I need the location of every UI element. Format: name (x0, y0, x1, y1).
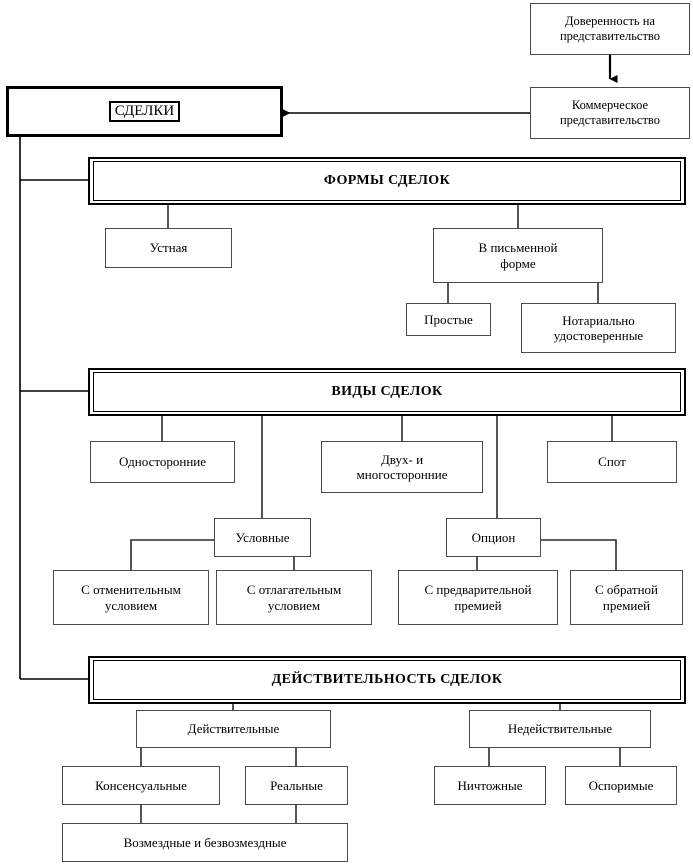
node-invalid[interactable]: Недействительные (469, 710, 651, 748)
node-onerous-gratuitous-label: Возмездные и безвозмездные (123, 834, 287, 850)
node-conditional-label: Условные (235, 529, 290, 545)
node-oral-form[interactable]: Устная (105, 228, 232, 268)
node-bilateral-multilateral-label: Двух- и многосторонние (356, 451, 448, 482)
section-header-kinds[interactable]: ВИДЫ СДЕЛОК (88, 368, 686, 416)
node-resolutive-condition-label: С отменительным условием (81, 582, 181, 613)
node-bilateral-multilateral[interactable]: Двух- и многосторонние (321, 441, 483, 493)
node-suspensive-condition-label: С отлагательным условием (246, 582, 342, 613)
node-oral-form-label: Устная (149, 240, 188, 256)
node-real[interactable]: Реальные (245, 766, 348, 805)
node-notarial-certified[interactable]: Нотариально удостоверенные (521, 303, 676, 353)
node-onerous-gratuitous[interactable]: Возмездные и безвозмездные (62, 823, 348, 862)
node-notarial-certified-label: Нотариально удостоверенные (553, 312, 644, 343)
node-option-label: Опцион (471, 529, 516, 545)
node-valid[interactable]: Действительные (136, 710, 331, 748)
node-power-of-attorney[interactable]: Доверенность на представительство (530, 3, 690, 55)
node-option[interactable]: Опцион (446, 518, 541, 557)
node-reverse-premium[interactable]: С обратной премией (570, 570, 683, 625)
node-root-transactions[interactable]: СДЕЛКИ (6, 86, 283, 137)
node-unilateral[interactable]: Односторонние (90, 441, 235, 483)
section-header-validity-label: ДЕЙСТВИТЕЛЬНОСТЬ СДЕЛОК (271, 671, 503, 687)
node-spot-label: Спот (598, 454, 626, 470)
node-reverse-premium-label: С обратной премией (594, 582, 659, 613)
node-written-form[interactable]: В письменной форме (433, 228, 603, 283)
node-preliminary-premium[interactable]: С предварительной премией (398, 570, 558, 625)
section-header-forms[interactable]: ФОРМЫ СДЕЛОК (88, 157, 686, 205)
node-root-transactions-label: СДЕЛКИ (114, 102, 175, 119)
node-voidable-label: Оспоримые (588, 777, 654, 793)
node-spot[interactable]: Спот (547, 441, 677, 483)
node-unilateral-label: Односторонние (118, 454, 207, 470)
node-valid-label: Действительные (187, 721, 280, 737)
node-simple-written-label: Простые (424, 311, 473, 327)
node-voidable[interactable]: Оспоримые (565, 766, 677, 805)
node-commercial-representation[interactable]: Коммерческое представительство (530, 87, 690, 139)
node-suspensive-condition[interactable]: С отлагательным условием (216, 570, 372, 625)
node-resolutive-condition[interactable]: С отменительным условием (53, 570, 209, 625)
node-consensual-label: Консенсуальные (95, 777, 187, 793)
section-header-kinds-label: ВИДЫ СДЕЛОК (331, 383, 443, 399)
section-header-validity[interactable]: ДЕЙСТВИТЕЛЬНОСТЬ СДЕЛОК (88, 656, 686, 704)
section-header-forms-label: ФОРМЫ СДЕЛОК (323, 172, 451, 188)
node-commercial-representation-label: Коммерческое представительство (559, 98, 660, 127)
node-invalid-label: Недействительные (507, 721, 613, 737)
node-void-label: Ничтожные (457, 777, 523, 793)
node-real-label: Реальные (270, 777, 323, 793)
node-written-form-label: В письменной форме (478, 240, 558, 271)
node-simple-written[interactable]: Простые (406, 303, 491, 336)
node-preliminary-premium-label: С предварительной премией (424, 582, 532, 613)
node-conditional[interactable]: Условные (214, 518, 311, 557)
node-consensual[interactable]: Консенсуальные (62, 766, 220, 805)
node-void[interactable]: Ничтожные (434, 766, 546, 805)
node-power-of-attorney-label: Доверенность на представительство (559, 14, 660, 43)
